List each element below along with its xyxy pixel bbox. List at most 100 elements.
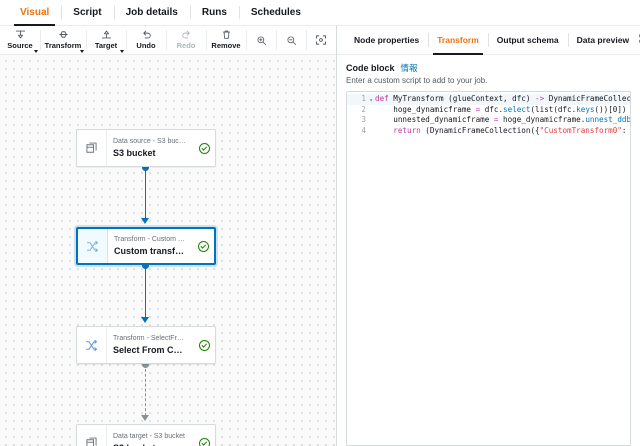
s3-bucket-icon (77, 130, 107, 166)
toolbar-source-button[interactable]: Source (0, 26, 40, 54)
toolbar-target-label: Target (94, 41, 118, 50)
toolbar-redo-label: Redo (176, 41, 196, 50)
tab-output-schema-label: Output schema (496, 35, 559, 45)
job-tab-bar: Visual Script Job details Runs Schedules (0, 0, 640, 26)
panel-tab-bar: Node properties Transform Output schema … (337, 26, 640, 55)
editor-body: Source Transform Target (0, 26, 640, 446)
canvas-toolbar: Source Transform Target (0, 26, 336, 55)
toolbar-redo-button: Redo (166, 26, 206, 54)
node-name-label: S3 bucket (113, 148, 156, 158)
toolbar-undo-label: Undo (136, 41, 156, 50)
code-line-number: 1▾ (347, 94, 373, 105)
edge-line (144, 265, 147, 318)
toolbar-target-button[interactable]: Target (86, 26, 126, 54)
tab-script[interactable]: Script (61, 0, 113, 25)
edge-line-dashed (144, 364, 146, 416)
code-block-description: Enter a custom script to add to your job… (346, 76, 488, 85)
chevron-down-icon[interactable] (120, 50, 124, 53)
tab-runs-label: Runs (201, 7, 227, 18)
code-line-text: hoge_dynamicframe = dfc.select(list(dfc.… (375, 104, 627, 114)
node-name-label: Custom transform (114, 246, 186, 256)
toolbar-remove-button[interactable]: Remove (206, 26, 246, 54)
tab-runs[interactable]: Runs (189, 0, 239, 25)
toolbar-undo-button[interactable]: Undo (126, 26, 166, 54)
tab-visual[interactable]: Visual (8, 0, 61, 26)
code-line-number: 2 (361, 104, 366, 114)
node-data-source-s3-bucket[interactable]: Data source - S3 bucket S3 bucket (76, 129, 216, 167)
node-name-label: Select From Collection (113, 345, 187, 355)
code-fold-icon[interactable]: ▾ (369, 97, 373, 104)
target-icon (101, 29, 112, 40)
code-line[interactable]: 3 unnested_dynamicframe = hoge_dynamicfr… (347, 115, 630, 126)
toolbar-fit-to-screen-button[interactable] (306, 26, 336, 54)
trash-icon (221, 29, 232, 40)
node-type-label: Transform - Custom code (114, 236, 186, 243)
node-text: Data target - S3 bucket S3 bucket (107, 425, 193, 446)
code-line-text: return (DynamicFrameCollection({"CustomT… (375, 125, 627, 135)
toolbar-remove-label: Remove (211, 41, 241, 50)
toolbar-zoom-out-button[interactable] (276, 26, 306, 54)
check-circle-icon (198, 437, 210, 446)
edge-arrowhead-icon (141, 317, 149, 323)
toolbar-zoom-in-button[interactable] (246, 26, 276, 54)
edge-arrowhead-icon (141, 415, 149, 421)
node-data-target-s3-bucket[interactable]: Data target - S3 bucket S3 bucket (76, 424, 216, 446)
tab-job-details-label: Job details (125, 7, 178, 18)
tab-schedules[interactable]: Schedules (238, 0, 313, 25)
info-link[interactable]: 情報 (400, 63, 418, 73)
tab-script-label: Script (73, 7, 102, 18)
tab-schedules-label: Schedules (250, 7, 301, 18)
code-line[interactable]: 1▾def MyTransform (glueContext, dfc) -> … (347, 94, 630, 105)
code-line[interactable]: 4 return (DynamicFrameCollection({"Custo… (347, 126, 630, 137)
tab-data-preview-label: Data preview (576, 35, 630, 45)
s3-bucket-icon (77, 425, 107, 446)
node-text: Data source - S3 bucket S3 bucket (107, 130, 193, 166)
code-block-title: Code block (346, 63, 395, 73)
node-name-label: S3 bucket (113, 442, 187, 446)
node-status-badge (192, 229, 214, 263)
code-editor-lines[interactable]: 1▾def MyTransform (glueContext, dfc) -> … (347, 92, 630, 445)
node-type-label: Data target - S3 bucket (113, 433, 185, 440)
zoom-out-icon (286, 26, 297, 54)
check-circle-icon (198, 142, 210, 154)
tab-job-details[interactable]: Job details (113, 0, 190, 25)
code-editor[interactable]: 1▾def MyTransform (glueContext, dfc) -> … (346, 91, 631, 446)
tab-node-properties[interactable]: Node properties (345, 26, 428, 54)
custom-transform-icon (78, 229, 108, 263)
transform-icon (58, 29, 69, 40)
code-block-header: Code block 情報 (346, 62, 631, 74)
fit-to-screen-icon (315, 26, 327, 54)
zoom-in-icon (256, 26, 267, 54)
undo-icon (141, 29, 152, 40)
node-text: Transform - Custom code Custom transform (108, 229, 192, 263)
node-status-badge (193, 130, 215, 166)
toolbar-transform-button[interactable]: Transform (40, 26, 86, 54)
tab-node-properties-label: Node properties (354, 35, 420, 45)
node-transform-custom-code[interactable]: Transform - Custom code Custom transform (76, 227, 216, 265)
redo-icon (181, 29, 192, 40)
etl-canvas[interactable]: Data source - S3 bucket S3 bucket (0, 55, 336, 446)
node-status-badge (193, 327, 215, 363)
tab-transform-label: Transform (437, 35, 479, 45)
tab-output-schema[interactable]: Output schema (487, 26, 568, 54)
code-line-number: 4 (361, 125, 366, 135)
node-type-label: Transform - SelectFromCol... (113, 335, 187, 342)
select-from-collection-icon (77, 327, 107, 363)
chevron-down-icon[interactable] (80, 50, 84, 53)
tab-visual-label: Visual (20, 7, 50, 18)
node-status-badge (193, 425, 215, 446)
chevron-down-icon[interactable] (34, 50, 38, 53)
code-line[interactable]: 2 hoge_dynamicframe = dfc.select(list(df… (347, 105, 630, 116)
source-icon (15, 29, 26, 40)
edge-line (144, 167, 147, 219)
toolbar-transform-label: Transform (44, 41, 82, 50)
code-line-number: 3 (361, 115, 366, 124)
tab-transform[interactable]: Transform (428, 26, 488, 55)
canvas-nodes-layer: Data source - S3 bucket S3 bucket (0, 55, 336, 446)
canvas-column: Source Transform Target (0, 26, 336, 446)
tab-data-preview[interactable]: Data preview (567, 26, 638, 54)
transform-panel-body: Code block 情報 Enter a custom script to a… (337, 55, 640, 446)
check-circle-icon (197, 240, 209, 252)
